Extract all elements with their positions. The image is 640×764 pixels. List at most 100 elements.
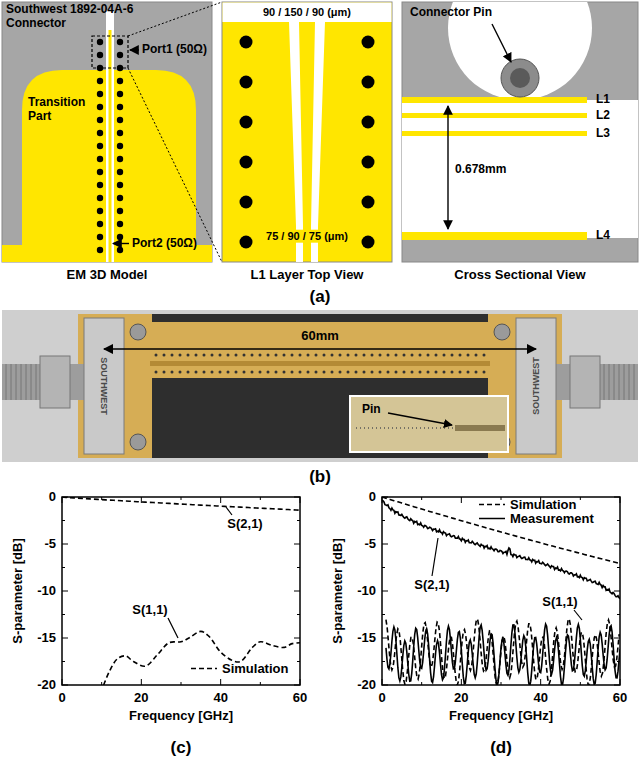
axis-tick-part bbox=[62, 685, 68, 686]
axis-tick-part bbox=[614, 497, 620, 498]
tick-label: 40 bbox=[533, 690, 547, 705]
via-hole-part bbox=[97, 91, 103, 97]
axis-tick-part bbox=[580, 497, 581, 500]
axis-tick-part bbox=[620, 497, 621, 503]
tick-label-box: -20 bbox=[357, 678, 376, 693]
axis-tick-part bbox=[382, 591, 388, 592]
tick-label: -20 bbox=[357, 677, 376, 692]
via-hole-part bbox=[97, 169, 103, 175]
layer-label-box: L4 bbox=[596, 229, 610, 243]
curve-label: S(1,1) bbox=[132, 602, 167, 617]
l1-top-view-part bbox=[223, 3, 392, 23]
connector-marking-box: SOUTHWEST bbox=[531, 357, 541, 415]
via-hole-part bbox=[117, 91, 123, 97]
via-hole-part bbox=[97, 156, 103, 162]
via-hole-part bbox=[483, 371, 486, 374]
via-hole-part bbox=[307, 371, 310, 374]
via-hole-part bbox=[435, 371, 438, 374]
sma-nut bbox=[40, 356, 70, 408]
tick-label: 60 bbox=[613, 690, 627, 705]
view-title-box: L1 Layer Top View bbox=[251, 268, 364, 283]
axis-tick-part bbox=[141, 497, 142, 503]
legend-text: Simulation bbox=[510, 497, 576, 512]
via-hole-part bbox=[97, 208, 103, 214]
view-title: Cross Sectional View bbox=[454, 267, 585, 282]
via-hole-part bbox=[299, 354, 302, 357]
via-hole-part bbox=[117, 104, 123, 110]
layer-band bbox=[402, 232, 587, 240]
via-hole-part bbox=[179, 354, 182, 357]
leader-line bbox=[226, 507, 232, 515]
view-title-box: Cross Sectional View bbox=[454, 268, 585, 283]
via-hole-part bbox=[97, 195, 103, 201]
dimension-label-box: 60mm bbox=[301, 329, 339, 344]
layer-band bbox=[402, 97, 587, 103]
axis-tick-part bbox=[382, 638, 388, 639]
via-hole-part bbox=[362, 156, 375, 169]
thread-part bbox=[634, 364, 635, 400]
via-hole-part bbox=[363, 371, 366, 374]
port-label-box: Port2 (50Ω) bbox=[132, 237, 197, 251]
via-hole-part bbox=[117, 247, 123, 253]
legend-swatch bbox=[478, 499, 506, 509]
plot-d bbox=[382, 497, 620, 686]
screw bbox=[130, 434, 146, 450]
axis-tick-part bbox=[617, 614, 620, 615]
legend-line bbox=[479, 503, 505, 505]
layer-label-box: L2 bbox=[596, 109, 610, 123]
axis-tick-part bbox=[382, 567, 385, 568]
via-hole-part bbox=[411, 371, 414, 374]
connector-body bbox=[84, 318, 124, 454]
axis-tick-part bbox=[382, 614, 385, 615]
tick-label: -15 bbox=[357, 630, 376, 645]
thread-part bbox=[614, 364, 615, 400]
via-hole-part bbox=[219, 354, 222, 357]
via-hole-part bbox=[203, 354, 206, 357]
tick-label: -20 bbox=[37, 677, 56, 692]
via-hole-part bbox=[97, 78, 103, 84]
axis-tick-part bbox=[260, 682, 261, 685]
via-hole-part bbox=[395, 354, 398, 357]
tick-label: 60 bbox=[293, 690, 307, 705]
connector-name: Southwest 1892-04A-6 Connector bbox=[6, 2, 133, 30]
axis-tick-part bbox=[297, 661, 300, 662]
curve-label-box: S(1,1) bbox=[132, 603, 167, 618]
via-hole-part bbox=[411, 354, 414, 357]
via-hole-part bbox=[227, 354, 230, 357]
pcb bbox=[78, 314, 562, 458]
via-hole-part bbox=[387, 371, 390, 374]
em-3d-model-part bbox=[2, 2, 212, 262]
via-hole-part bbox=[259, 354, 262, 357]
axis-tick-part bbox=[220, 497, 221, 503]
connector-name-box: Southwest 1892-04A-6 Connector bbox=[6, 3, 181, 31]
thread-part bbox=[16, 364, 17, 400]
tick-label: 0 bbox=[49, 489, 56, 504]
simulation-curve bbox=[386, 619, 619, 685]
via-hole-part bbox=[475, 371, 478, 374]
dimension-label: 60mm bbox=[301, 328, 339, 343]
axis-tick-part bbox=[580, 682, 581, 685]
panel-letter: (d) bbox=[490, 738, 512, 757]
axis-title: S-parameter [dB] bbox=[10, 538, 25, 643]
axis-title-box: S-parameter [dB] bbox=[11, 538, 26, 643]
thread-part bbox=[6, 364, 7, 400]
via-hole-part bbox=[267, 371, 270, 374]
tick-label: 40 bbox=[213, 690, 227, 705]
axis-tick-part bbox=[614, 685, 620, 686]
axis-title: Frequency [GHz] bbox=[449, 708, 553, 723]
port-arrow bbox=[113, 243, 129, 244]
axis-tick-part bbox=[300, 497, 301, 503]
axis-tick-part bbox=[421, 497, 422, 500]
axis-tick-part bbox=[297, 520, 300, 521]
port-label: Port2 (50Ω) bbox=[132, 236, 197, 250]
via-hole-part bbox=[315, 371, 318, 374]
connector-pin bbox=[510, 68, 530, 88]
via-hole-part bbox=[403, 354, 406, 357]
via-hole-part bbox=[331, 371, 334, 374]
via-hole bbox=[97, 39, 123, 253]
via-hole-part bbox=[97, 221, 103, 227]
axis-tick-part bbox=[62, 520, 65, 521]
via-hole-part bbox=[97, 143, 103, 149]
panel-letter: (c) bbox=[171, 738, 192, 757]
thread-part bbox=[36, 364, 37, 400]
